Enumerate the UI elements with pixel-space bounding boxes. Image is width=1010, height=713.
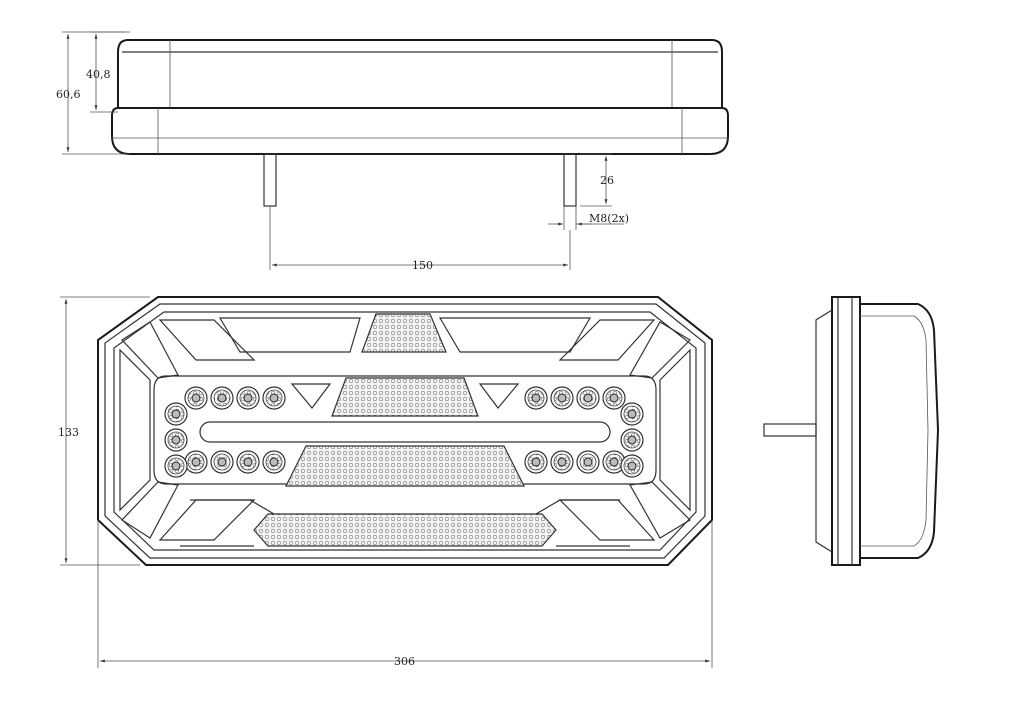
led <box>262 450 286 474</box>
led <box>210 386 234 410</box>
lower-center-reflector <box>285 445 525 487</box>
bottom-reflector <box>253 513 557 547</box>
led <box>576 386 600 410</box>
led <box>210 450 234 474</box>
led <box>620 454 644 478</box>
led <box>164 428 188 452</box>
top-view-dimensions: 60,6 40,8 26 M8(2x) 150 <box>56 31 629 272</box>
led <box>164 402 188 426</box>
dim-height-total: 60,6 <box>56 88 81 101</box>
led <box>602 386 626 410</box>
right-stud <box>563 153 577 207</box>
left-stud <box>263 153 277 207</box>
dim-stud-length: 26 <box>600 174 614 187</box>
front-view-dimensions: 133 306 <box>58 296 713 668</box>
dim-height-body: 40,8 <box>86 68 111 81</box>
center-reflector <box>331 377 479 417</box>
top-view <box>111 39 729 207</box>
led <box>184 450 208 474</box>
dim-stud-spacing: 150 <box>412 259 433 272</box>
led <box>576 450 600 474</box>
led <box>236 450 260 474</box>
led <box>524 386 548 410</box>
led <box>550 450 574 474</box>
led <box>620 428 644 452</box>
led <box>602 450 626 474</box>
front-view <box>97 296 713 566</box>
top-reflector <box>361 313 447 353</box>
light-guide-bar <box>199 421 611 443</box>
led <box>236 386 260 410</box>
led <box>550 386 574 410</box>
led <box>164 454 188 478</box>
led-clusters <box>164 386 644 478</box>
led <box>524 450 548 474</box>
side-stud <box>763 423 817 437</box>
led <box>620 402 644 426</box>
dim-front-width: 306 <box>394 655 415 668</box>
led <box>262 386 286 410</box>
side-view <box>763 296 940 566</box>
dim-front-height: 133 <box>58 426 79 439</box>
led <box>184 386 208 410</box>
dim-thread: M8(2x) <box>589 212 629 225</box>
